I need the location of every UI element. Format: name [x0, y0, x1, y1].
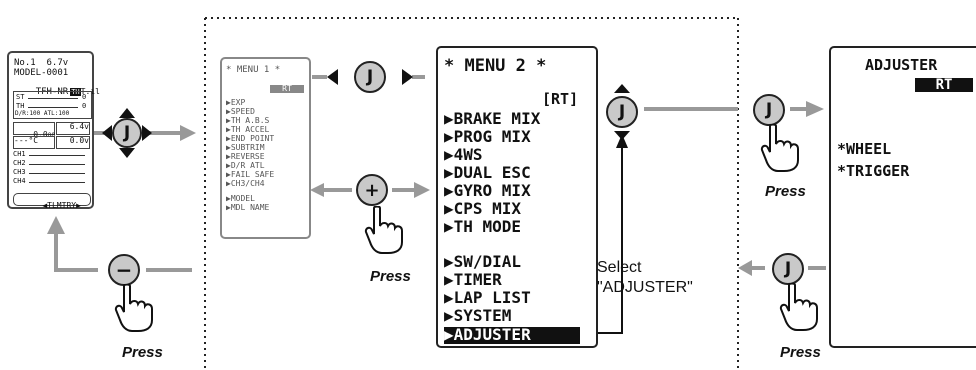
home-line-2: MODEL-0001: [14, 69, 68, 78]
channel-bars: CH1 CH2 CH3 CH4: [13, 151, 91, 191]
menu2-list-2: ▶SW/DIAL ▶TIMER ▶LAP LIST ▶SYSTEM: [444, 254, 531, 326]
menu1-item-ch3-ch4[interactable]: ▶CH3/CH4: [226, 180, 274, 189]
menu2-screen: * MENU 2 * [RT] ▶BRAKE MIX ▶PROG MIX ▶4W…: [436, 46, 598, 348]
timer-box: 0.000: [13, 122, 55, 135]
telemetry-bar: ◀TLMTRY▶: [13, 193, 91, 206]
trim-st-value: 0: [82, 94, 86, 101]
menu1-badge: RT: [270, 85, 304, 93]
joystick-4way-home[interactable]: J: [102, 108, 152, 158]
ch4-bar: [29, 182, 85, 183]
j-key[interactable]: J: [354, 61, 386, 93]
speed-box: 0.0v: [56, 136, 90, 149]
menu2-item-adjuster[interactable]: ▶ADJUSTER: [444, 327, 580, 344]
menu1-title: * MENU 1 *: [226, 66, 280, 75]
arrow-left-icon: [102, 125, 112, 141]
hand-pointer-icon: [362, 206, 406, 254]
arrow-down-icon: [119, 148, 135, 158]
select-note: Select "ADJUSTER": [597, 258, 693, 298]
press-label-plus: Press: [370, 268, 411, 285]
joystick-horizontal[interactable]: J: [327, 60, 413, 94]
menu2-badge: [RT]: [542, 92, 578, 107]
trim-th-bar: [28, 107, 78, 108]
telemetry-label: TLMTRY: [47, 201, 76, 210]
select-note-line-1: Select: [597, 258, 693, 278]
ch4-label: CH4: [13, 178, 26, 185]
ch1-label: CH1: [13, 151, 26, 158]
ch2-bar: [29, 164, 85, 165]
adjuster-title: ADJUSTER: [865, 58, 937, 73]
press-label-enter: Press: [765, 183, 806, 200]
menu1-item-mdl-name[interactable]: ▶MDL NAME: [226, 204, 269, 213]
hand-pointer-icon: [777, 283, 821, 331]
ch1-bar: [29, 155, 85, 156]
dr-atl-line: D/R:100 ATL:100: [15, 111, 69, 117]
j-key[interactable]: J: [112, 118, 142, 148]
trim-th-value: 0: [82, 103, 86, 110]
menu2-item-th-mode[interactable]: ▶TH MODE: [444, 219, 540, 237]
arrow-up-icon: [119, 108, 135, 118]
select-note-line-2: "ADJUSTER": [597, 278, 693, 298]
hand-pointer-icon: [112, 284, 156, 332]
menu2-title: * MENU 2 *: [444, 58, 546, 75]
menu1-list-2: ▶MODEL ▶MDL NAME: [226, 195, 269, 213]
arrow-right-icon: [402, 69, 413, 85]
joystick-vertical[interactable]: J: [605, 84, 639, 140]
arrow-right-icon: [142, 125, 152, 141]
adjuster-item-trigger[interactable]: *TRIGGER: [837, 164, 909, 179]
arrow-left-icon: [327, 69, 338, 85]
menu1-list: ▶EXP ▶SPEED ▶TH A.B.S ▶TH ACCEL ▶END POI…: [226, 99, 274, 189]
ch3-label: CH3: [13, 169, 26, 176]
press-label-back: Press: [780, 344, 821, 361]
tlm-right-icon: ▶: [76, 201, 81, 210]
menu2-item-system[interactable]: ▶SYSTEM: [444, 308, 531, 326]
ch3-bar: [29, 173, 85, 174]
plus-key[interactable]: +: [356, 174, 388, 206]
trim-panel: ST TH 0 0 D/R:100 ATL:100: [13, 91, 92, 119]
adjuster-badge: RT: [915, 78, 973, 92]
adjuster-screen: ADJUSTER RT *WHEEL *TRIGGER: [829, 46, 976, 348]
arrow-down-icon: [614, 131, 630, 140]
hand-pointer-icon: [758, 124, 802, 172]
press-label-minus: Press: [122, 344, 163, 361]
home-line-1: No.1 6.7v: [14, 59, 68, 68]
j-key-back[interactable]: J: [772, 253, 804, 285]
trim-st-label: ST: [16, 94, 24, 101]
arrow-up-icon: [614, 84, 630, 93]
menu1-screen: * MENU 1 * RT ▶EXP ▶SPEED ▶TH A.B.S ▶TH …: [220, 57, 311, 239]
menu2-list: ▶BRAKE MIX ▶PROG MIX ▶4WS ▶DUAL ESC ▶GYR…: [444, 111, 540, 237]
minus-key[interactable]: −: [108, 254, 140, 286]
voltage-box: 6.4v: [56, 122, 90, 135]
j-key[interactable]: J: [606, 96, 638, 128]
adjuster-item-wheel[interactable]: *WHEEL: [837, 142, 891, 157]
temp-box: ---°C: [13, 136, 55, 149]
trim-th-label: TH: [16, 103, 24, 110]
ch2-label: CH2: [13, 160, 26, 167]
trim-st-bar: [28, 98, 78, 99]
j-key-enter[interactable]: J: [753, 94, 785, 126]
